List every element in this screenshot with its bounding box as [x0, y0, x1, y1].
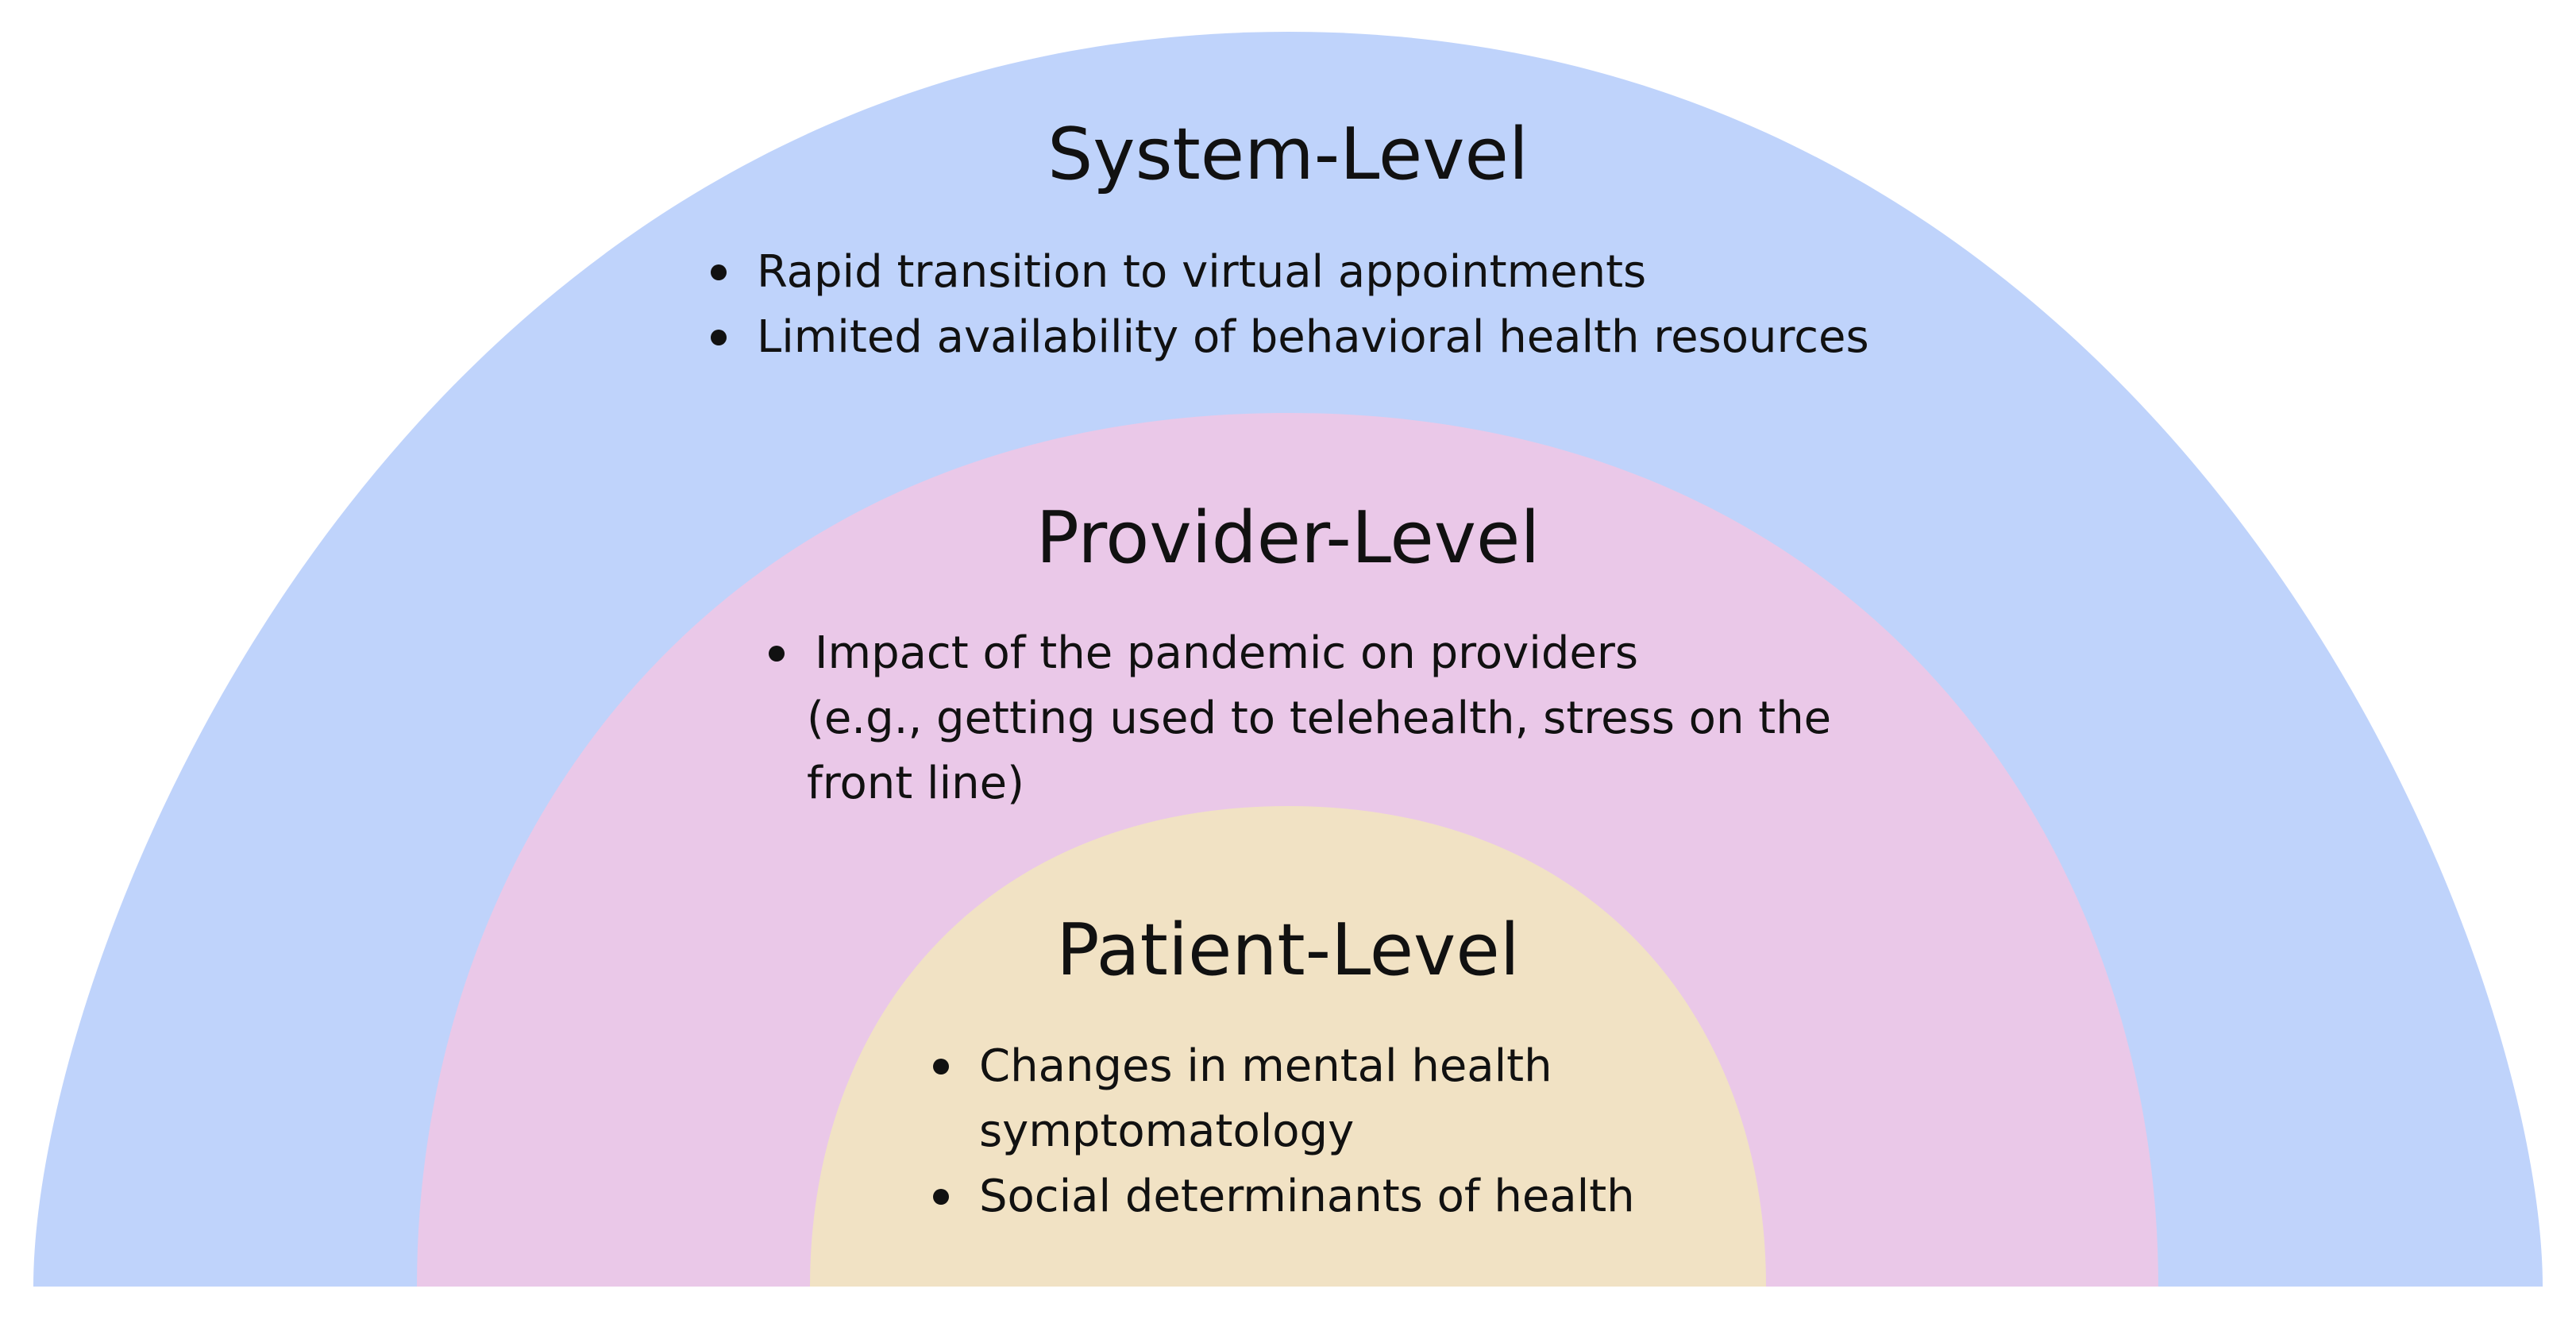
provider-level-bullets: Impact of the pandemic on providers	[769, 621, 1638, 686]
patient-bullet-1-line-1: Changes in mental health	[979, 1040, 1552, 1092]
patient-level-title: Patient-Level	[1056, 909, 1520, 992]
provider-bullet-1: Impact of the pandemic on providers	[815, 627, 1639, 679]
bullet-icon	[933, 1059, 949, 1075]
list-item: Rapid transition to virtual appointments	[711, 240, 1869, 305]
system-bullet-1: Rapid transition to virtual appointments	[757, 246, 1647, 298]
bullet-icon	[711, 330, 727, 345]
system-level-title: System-Level	[1047, 113, 1529, 196]
list-item: Limited availability of behavioral healt…	[711, 305, 1869, 370]
provider-bullet-continuation-1: (e.g., getting used to telehealth, stres…	[807, 693, 1832, 744]
list-item: Changes in mental health	[933, 1034, 1635, 1099]
patient-bullet-1-line-2: symptomatology	[979, 1105, 1355, 1157]
provider-level-title: Provider-Level	[1035, 496, 1541, 580]
patient-level-arc	[810, 806, 1766, 1287]
system-level-bullets: Rapid transition to virtual appointments…	[711, 240, 1869, 370]
list-item: Impact of the pandemic on providers	[769, 621, 1638, 686]
bullet-icon	[711, 264, 727, 280]
list-item: Social determinants of health	[933, 1164, 1635, 1229]
bullet-icon	[769, 646, 785, 662]
bullet-icon	[933, 1189, 949, 1205]
system-bullet-2: Limited availability of behavioral healt…	[757, 311, 1869, 363]
patient-bullet-2: Social determinants of health	[979, 1171, 1635, 1222]
provider-bullet-continuation-2: front line)	[807, 758, 1024, 809]
patient-level-bullets: Changes in mental health symptomatology …	[933, 1034, 1635, 1229]
list-item-continuation: symptomatology	[933, 1099, 1635, 1164]
